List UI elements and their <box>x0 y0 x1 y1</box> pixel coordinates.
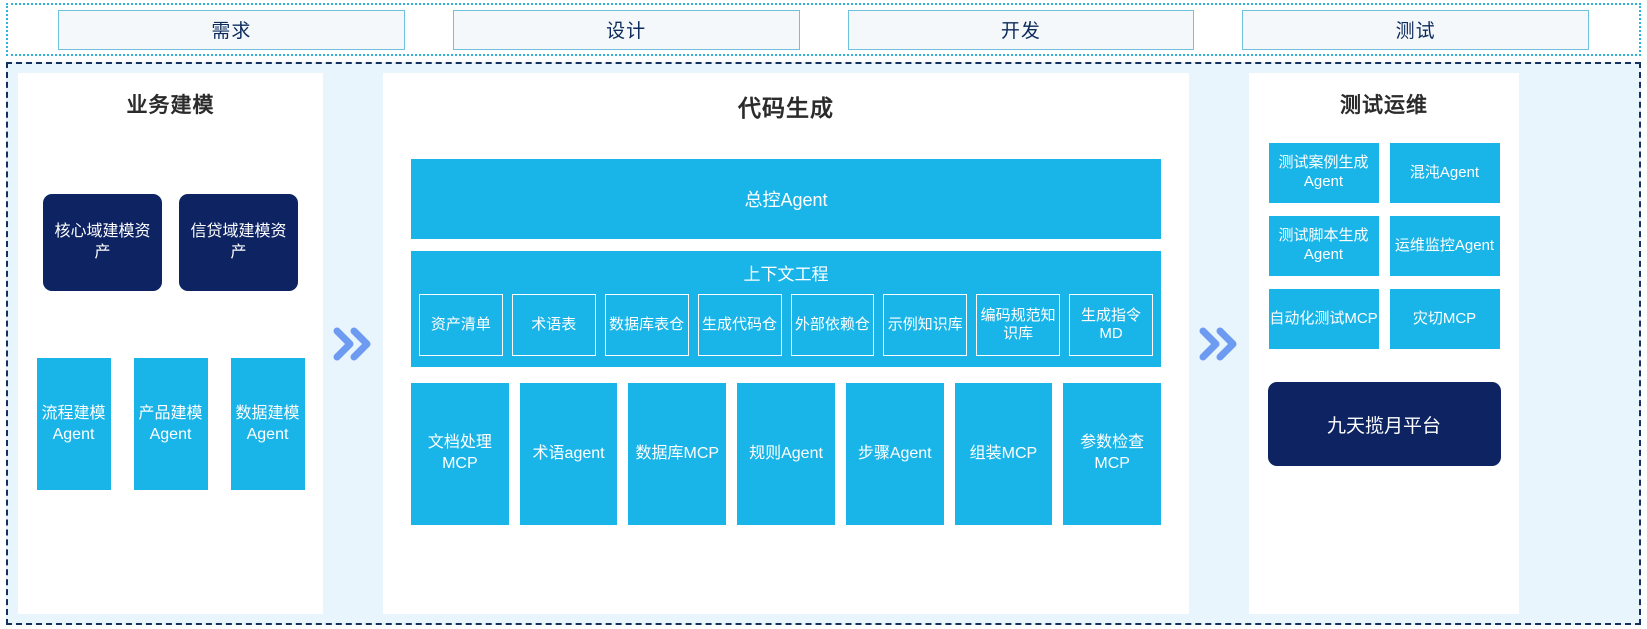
phase-strip: 需求 设计 开发 测试 <box>6 3 1641 56</box>
tool-row: 文档处理MCP 术语agent 数据库MCP 规则Agent 步骤Agent 组… <box>411 383 1162 525</box>
tool-step-agent[interactable]: 步骤Agent <box>845 383 944 525</box>
chevron-right-icon-1 <box>323 73 383 614</box>
tool-label: 数据库MCP <box>635 444 720 462</box>
phase-label: 测试 <box>1395 21 1436 42</box>
context-item-generated-code-repo[interactable]: 生成代码仓 <box>697 294 782 356</box>
tool-label: 步骤Agent <box>857 444 932 462</box>
modeling-agent-product[interactable]: 产品建模Agent <box>133 358 208 490</box>
context-item-label: 生成代码仓 <box>702 316 778 334</box>
phase-label: 开发 <box>1000 21 1041 42</box>
asset-row: 核心域建模资产 信贷域建模资产 <box>30 194 311 291</box>
test-ops-label: 运维监控Agent <box>1394 236 1495 254</box>
test-ops-disaster-recovery-mcp[interactable]: 灾切MCP <box>1389 289 1500 349</box>
context-item-label: 术语表 <box>531 316 577 334</box>
context-engineering-block: 上下文工程 资产清单 术语表 数据库表仓 生成代码仓 外部依赖仓 示例知识库 编… <box>411 251 1161 367</box>
panel-test-ops: 测试运维 测试案例生成Agent 混沌Agent 测试脚本生成Agent 运维监… <box>1249 73 1519 614</box>
modeling-agent-process[interactable]: 流程建模Agent <box>36 358 111 490</box>
context-item-row: 资产清单 术语表 数据库表仓 生成代码仓 外部依赖仓 示例知识库 编码规范知识库… <box>419 294 1153 356</box>
master-agent-label: 总控Agent <box>744 190 828 210</box>
tool-rule-agent[interactable]: 规则Agent <box>737 383 835 525</box>
context-item-label: 资产清单 <box>430 316 491 334</box>
agent-label: 流程建模Agent <box>41 404 106 443</box>
context-item-asset-list[interactable]: 资产清单 <box>419 294 503 356</box>
chevron-right-icon-2 <box>1189 73 1249 614</box>
test-ops-script-generation-agent[interactable]: 测试脚本生成Agent <box>1268 216 1379 276</box>
tool-label: 组装MCP <box>969 444 1038 462</box>
context-item-generation-instruction-md[interactable]: 生成指令MD <box>1069 294 1153 356</box>
context-item-label: 示例知识库 <box>887 316 963 334</box>
agent-label: 产品建模Agent <box>138 404 203 443</box>
platform-box-jiutian-lanyue[interactable]: 九天揽月平台 <box>1267 382 1501 466</box>
test-ops-automation-mcp[interactable]: 自动化测试MCP <box>1268 289 1379 349</box>
master-agent-bar[interactable]: 总控Agent <box>411 159 1161 239</box>
modeling-agent-row: 流程建模Agent 产品建模Agent 数据建模Agent <box>30 358 311 490</box>
phase-box-requirements[interactable]: 需求 <box>58 9 405 50</box>
asset-label: 信贷域建模资产 <box>190 223 287 261</box>
tool-doc-processing-mcp[interactable]: 文档处理MCP <box>411 383 509 525</box>
panel-title-code-generation: 代码生成 <box>738 95 834 121</box>
tool-label: 文档处理MCP <box>427 434 492 472</box>
panel-business-modeling: 业务建模 核心域建模资产 信贷域建模资产 流程建模Agent 产品建模Agent… <box>18 73 323 614</box>
tool-assembly-mcp[interactable]: 组装MCP <box>954 383 1053 525</box>
context-engineering-title: 上下文工程 <box>743 265 829 284</box>
context-item-label: 数据库表仓 <box>609 316 685 334</box>
tool-database-mcp[interactable]: 数据库MCP <box>628 383 727 525</box>
context-item-external-dependency-repo[interactable]: 外部依赖仓 <box>790 294 875 356</box>
context-item-label: 生成指令MD <box>1081 307 1142 342</box>
phase-box-design[interactable]: 设计 <box>452 9 800 50</box>
test-ops-case-generation-agent[interactable]: 测试案例生成Agent <box>1268 143 1379 203</box>
test-ops-label: 自动化测试MCP <box>1269 309 1378 327</box>
context-item-db-table-repo[interactable]: 数据库表仓 <box>604 294 689 356</box>
panel-code-generation: 代码生成 总控Agent 上下文工程 资产清单 术语表 数据库表仓 生成代码仓 … <box>383 73 1189 614</box>
phase-label: 需求 <box>211 21 252 42</box>
main-frame: 业务建模 核心域建模资产 信贷域建模资产 流程建模Agent 产品建模Agent… <box>6 62 1641 625</box>
agent-label: 数据建模Agent <box>235 404 300 443</box>
asset-label: 核心域建模资产 <box>54 223 151 261</box>
tool-label: 参数检查MCP <box>1080 434 1145 472</box>
test-ops-label: 灾切MCP <box>1412 309 1477 327</box>
test-ops-label: 混沌Agent <box>1409 163 1480 181</box>
panel-title-business-modeling: 业务建模 <box>126 94 215 117</box>
asset-box-credit-domain[interactable]: 信贷域建模资产 <box>179 194 298 291</box>
context-item-glossary[interactable]: 术语表 <box>511 294 596 356</box>
phase-box-testing[interactable]: 测试 <box>1242 9 1589 50</box>
test-ops-grid: 测试案例生成Agent 混沌Agent 测试脚本生成Agent 运维监控Agen… <box>1261 143 1507 349</box>
test-ops-chaos-agent[interactable]: 混沌Agent <box>1389 143 1500 203</box>
test-ops-label: 测试脚本生成Agent <box>1278 227 1369 263</box>
context-item-example-knowledge-base[interactable]: 示例知识库 <box>883 294 968 356</box>
panel-title-test-ops: 测试运维 <box>1340 94 1428 117</box>
test-ops-label: 测试案例生成Agent <box>1278 154 1369 190</box>
tool-label: 规则Agent <box>749 444 823 462</box>
phase-label: 设计 <box>606 21 647 42</box>
context-item-coding-standard-kb[interactable]: 编码规范知识库 <box>976 294 1061 356</box>
phase-box-development[interactable]: 开发 <box>847 9 1195 50</box>
modeling-agent-data[interactable]: 数据建模Agent <box>230 358 305 490</box>
asset-box-core-domain[interactable]: 核心域建模资产 <box>43 194 162 291</box>
tool-glossary-agent[interactable]: 术语agent <box>519 383 618 525</box>
tool-label: 术语agent <box>532 444 605 462</box>
test-ops-monitoring-agent[interactable]: 运维监控Agent <box>1389 216 1500 276</box>
context-item-label: 外部依赖仓 <box>794 316 870 334</box>
tool-parameter-check-mcp[interactable]: 参数检查MCP <box>1063 383 1162 525</box>
context-item-label: 编码规范知识库 <box>980 307 1056 342</box>
platform-label: 九天揽月平台 <box>1326 415 1441 437</box>
